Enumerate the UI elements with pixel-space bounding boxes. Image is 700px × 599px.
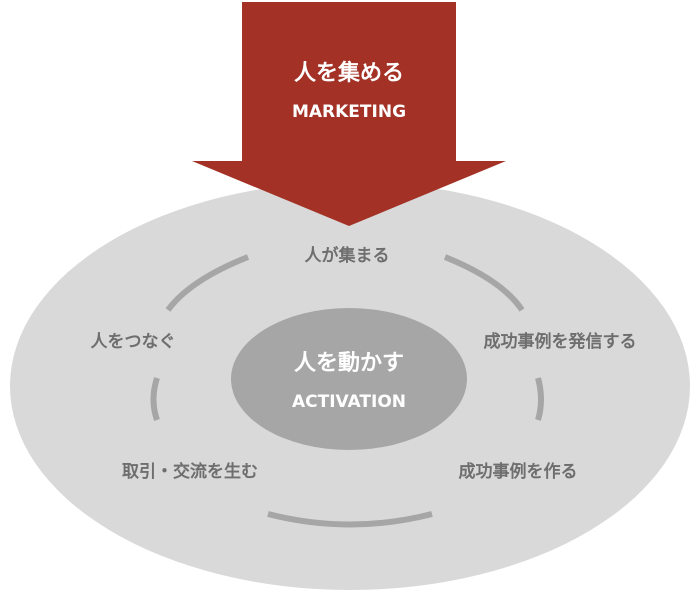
cycle-arc-left: [150, 377, 160, 421]
core-ellipse: [231, 308, 467, 450]
arrow-title: 人を集める: [294, 60, 404, 86]
cycle-label-top: 人が集まる: [305, 245, 390, 266]
cycle-label-bottom-left: 取引・交流を生む: [122, 461, 258, 482]
cycle-arc-top-left: [165, 254, 250, 312]
marketing-arrow: [192, 2, 506, 226]
core-subtitle: ACTIVATION: [292, 392, 406, 412]
cycle-arc-right: [535, 377, 544, 421]
cycle-label-bottom-right: 成功事例を作る: [459, 461, 578, 482]
cycle-ring: [150, 254, 544, 528]
cycle-label-right: 成功事例を発信する: [484, 331, 637, 352]
cycle-arc-bottom: [267, 511, 433, 528]
arrow-subtitle: MARKETING: [292, 102, 406, 122]
cycle-arc-top-right: [443, 254, 525, 312]
cycle-label-left: 人をつなぐ: [91, 332, 176, 352]
core-title: 人を動かす: [294, 351, 404, 376]
